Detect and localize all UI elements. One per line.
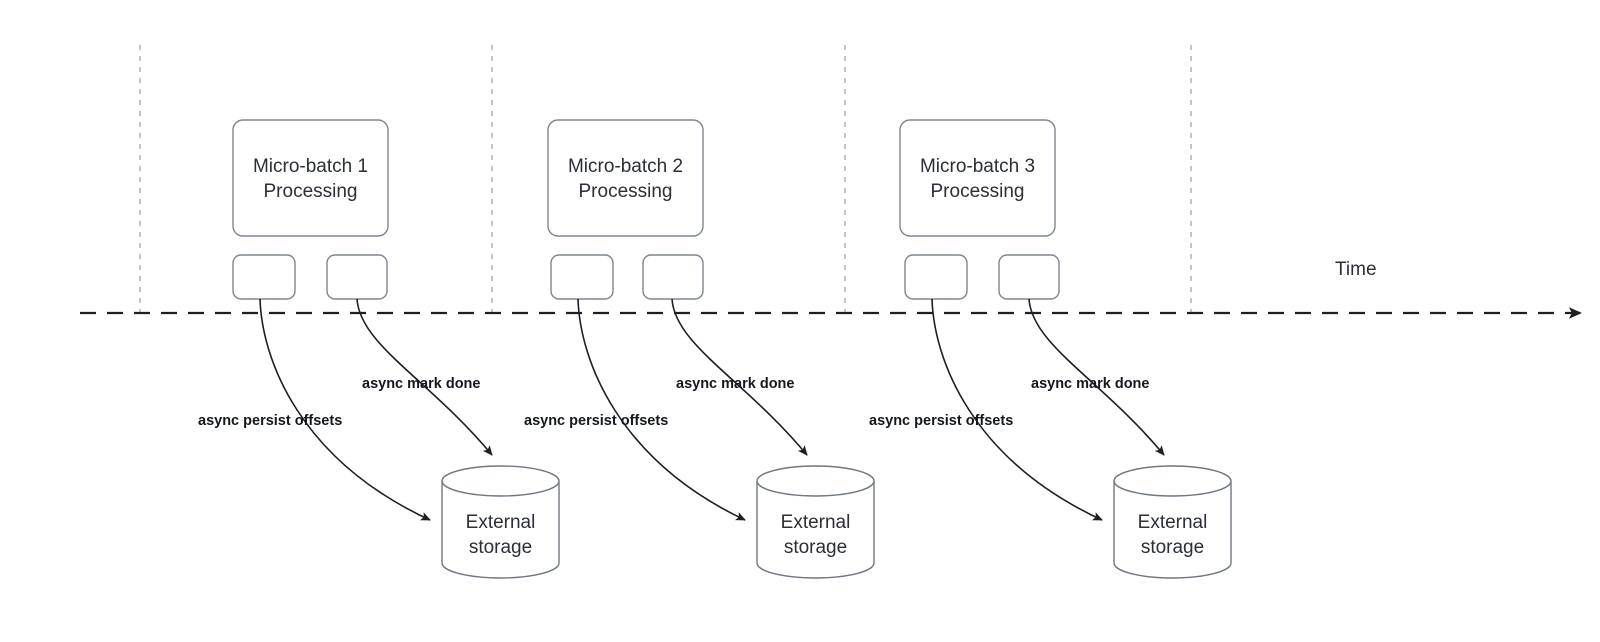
task-box-right-1[interactable]	[326, 254, 388, 300]
edge-async-mark-done-3	[1028, 298, 1165, 456]
edge-async-mark-done-2	[671, 298, 808, 456]
edge-label-async-persist-offsets-2: async persist offsets	[524, 413, 668, 429]
external-storage-cylinder-lip-3	[1113, 480, 1232, 497]
external-storage-cylinder-lip-2	[756, 480, 875, 497]
micro-batch-label-line1-2: Micro-batch 2	[568, 156, 683, 177]
micro-batch-box-1[interactable]	[232, 119, 389, 237]
external-storage-label-line1-3: External	[1138, 512, 1208, 533]
edge-label-async-mark-done-2: async mark done	[676, 376, 794, 392]
edge-label-async-mark-done-1: async mark done	[362, 376, 480, 392]
edge-label-async-persist-offsets-3: async persist offsets	[869, 413, 1013, 429]
edge-async-persist-offsets-3	[931, 298, 1103, 521]
micro-batch-label-line1-1: Micro-batch 1	[253, 156, 368, 177]
edge-async-persist-offsets-1	[259, 298, 431, 521]
external-storage-label-line2-2: storage	[784, 537, 847, 558]
edge-label-async-mark-done-3: async mark done	[1031, 376, 1149, 392]
micro-batch-label-line2-2: Processing	[579, 181, 673, 202]
timeline-tick-group	[139, 45, 1192, 320]
task-box-left-2[interactable]	[550, 254, 614, 300]
external-storage-label-line1-1: External	[466, 512, 536, 533]
task-box-right-3[interactable]	[998, 254, 1060, 300]
external-storage-label-line2-3: storage	[1141, 537, 1204, 558]
external-storage-label-line2-1: storage	[469, 537, 532, 558]
external-storage-label-line1-2: External	[781, 512, 851, 533]
task-box-left-1[interactable]	[232, 254, 296, 300]
micro-batch-label-line2-3: Processing	[931, 181, 1025, 202]
edge-async-mark-done-1	[356, 298, 493, 456]
task-box-right-2[interactable]	[642, 254, 704, 300]
micro-batch-box-2[interactable]	[547, 119, 704, 237]
edge-label-async-persist-offsets-1: async persist offsets	[198, 413, 342, 429]
micro-batch-label-line2-1: Processing	[264, 181, 358, 202]
timeline-axis: Time	[80, 259, 1582, 319]
time-axis-label: Time	[1335, 259, 1377, 280]
micro-batch-box-3[interactable]	[899, 119, 1056, 237]
task-box-left-3[interactable]	[904, 254, 968, 300]
edge-async-persist-offsets-2	[577, 298, 746, 521]
micro-batch-label-line1-3: Micro-batch 3	[920, 156, 1035, 177]
external-storage-cylinder-lip-1	[441, 480, 560, 497]
